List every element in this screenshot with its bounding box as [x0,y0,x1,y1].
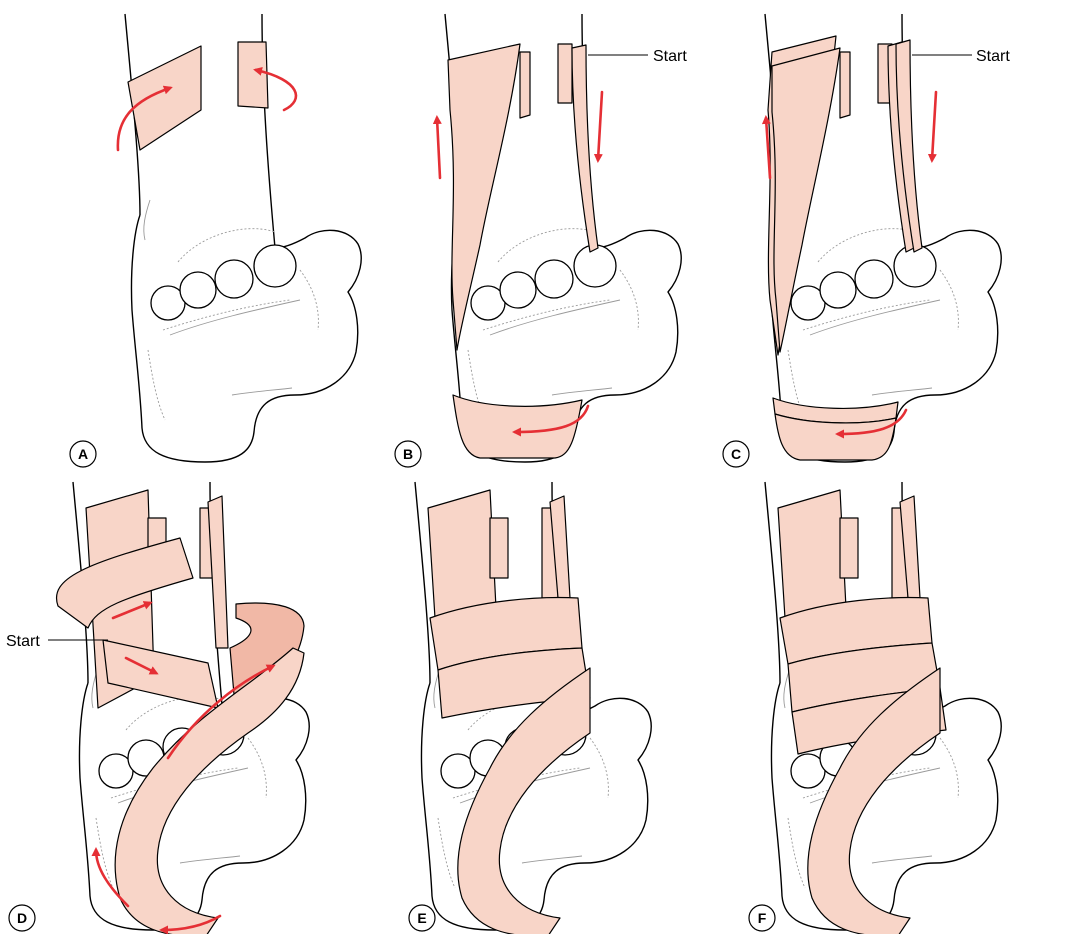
svg-text:E: E [417,910,426,926]
panel-label-c: C [723,441,749,467]
anchor-strip-left [128,46,201,150]
arrow-down-c [932,92,936,160]
panel-e: E [409,482,651,934]
stirrup-lateral [572,45,598,252]
anchor-left-f [840,518,858,578]
panel-label-e: E [409,905,435,931]
arrow-down-b [598,92,602,160]
anchor-strip-right [238,42,268,108]
panel-c: Start C [723,14,1010,467]
panel-label-a: A [70,441,96,467]
anchor-left-c [840,52,850,118]
svg-text:F: F [758,910,767,926]
svg-text:C: C [731,446,741,462]
anchor-left-b [520,52,530,118]
panel-f: F [749,482,1001,934]
svg-text:D: D [17,910,27,926]
panel-a: A [70,14,361,467]
panel-d: Start D [6,482,309,934]
stirrups-e [428,490,496,618]
svg-text:A: A [78,446,88,462]
arrow-up-b [437,118,440,178]
panel-label-d: D [9,905,35,931]
anchor-right-b [558,44,572,103]
start-label-d: Start [6,633,40,650]
stirrups-f [778,490,846,618]
anchor-left-e [490,518,508,578]
panel-label-f: F [749,905,775,931]
panel-b: Start B [395,14,687,467]
start-label-c: Start [976,48,1010,65]
panel-label-b: B [395,441,421,467]
svg-text:B: B [403,446,413,462]
start-label-b: Start [653,48,687,65]
